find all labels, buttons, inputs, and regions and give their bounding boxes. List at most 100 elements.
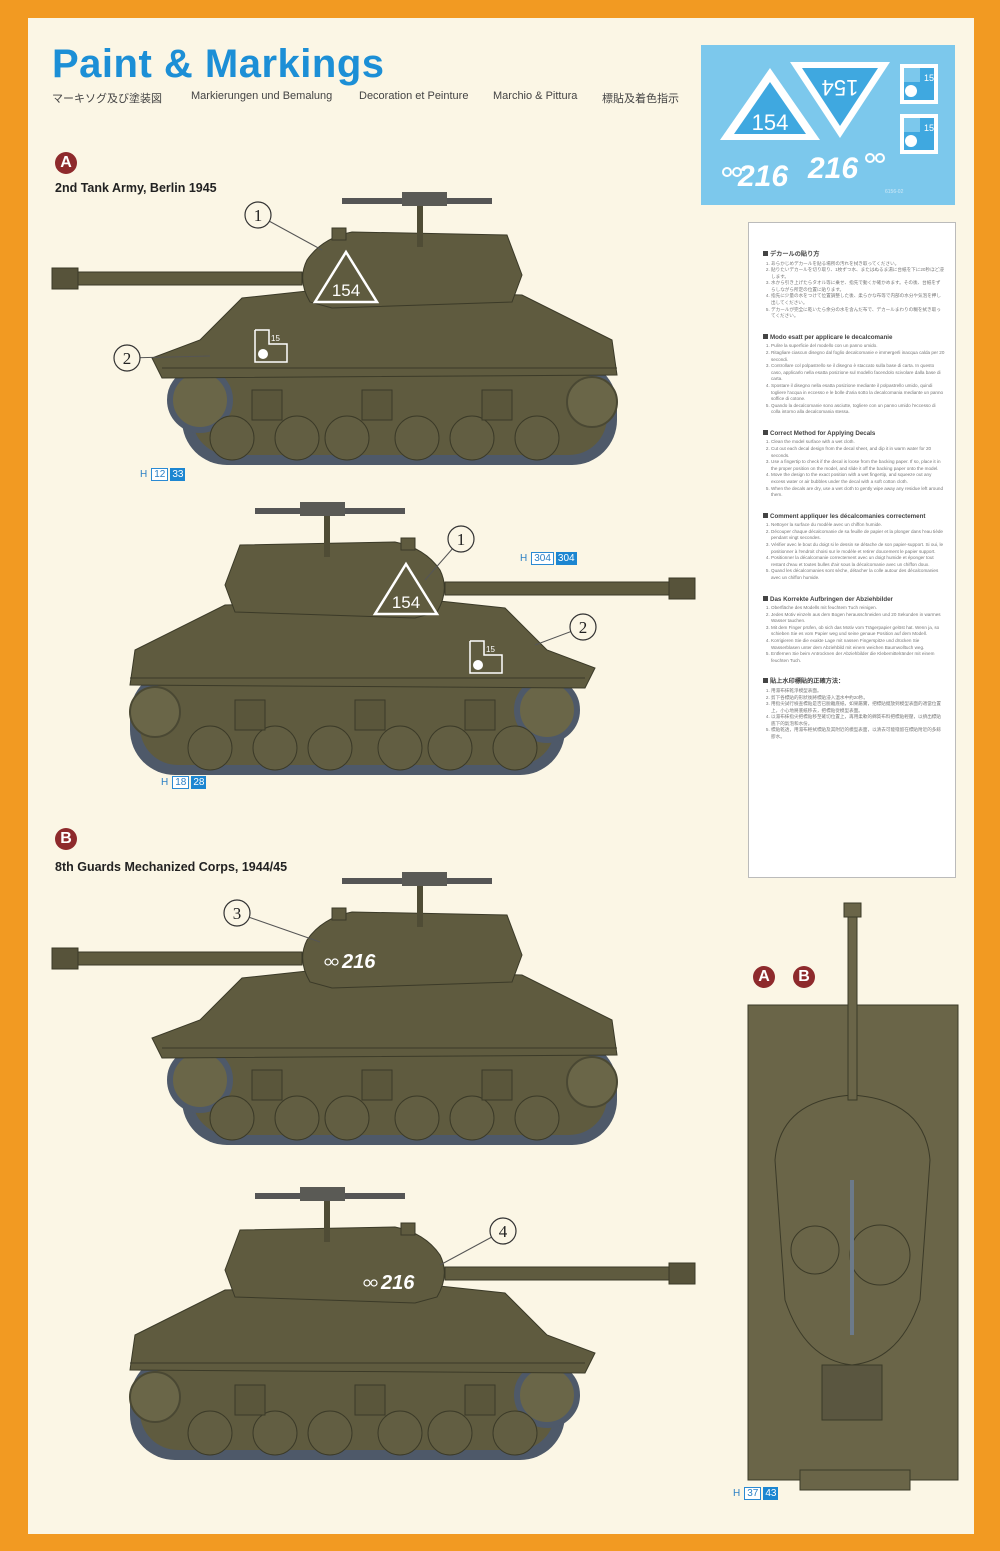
road-wheel [307,1410,353,1456]
page-title: Paint & Markings [52,42,385,86]
instruction-section: Modo esatt per applicare le decalcomanie… [763,334,945,416]
periscope [331,907,347,921]
instruction-step: Vérifier avec le bout du doigt si le des… [771,542,945,555]
idler-wheel [566,1056,618,1108]
mg-mount [324,512,330,557]
callout-1: 1 [244,201,323,251]
callout-1: 1 [424,525,475,581]
road-wheel [394,1095,440,1141]
marking-square-15-a1: 15 [254,329,288,363]
instruction-step: Ritagliare ciascun disegno dal foglio de… [771,350,945,363]
bogie [234,699,266,731]
decal-instructions-panel: デカールの貼り方あらかじめデカールを貼る場所の汚れを拭き取ってください。貼りたい… [748,222,956,878]
square-number-text: 15 [271,334,280,343]
decal-square-15-a: 15 [900,64,938,104]
gun-barrel [444,581,696,596]
instruction-step: 剪下各標貼的形狀後將標貼浸入溫水中約20秒。 [771,695,945,702]
subtitle-japanese: マーキソグ及び塗装図 [52,93,162,105]
periscope [331,227,347,241]
road-wheel [449,1095,495,1141]
bogie [464,1384,496,1416]
turret [302,231,523,309]
instruction-step: Mit dem Finger prüfen, ob sich das Motiv… [771,625,945,638]
instruction-step: 指先に少量の水をつけて位置調整した後、柔らかな布等で内部の水分や気泡を押し出して… [771,293,945,306]
hull [151,289,618,379]
subtitle-french: Decoration et Peinture [359,90,469,102]
decal-154-mirrored-text: 154 [822,75,859,100]
muzzle-brake [668,577,696,600]
decal-square-15-b: 15 [900,114,938,154]
instruction-step: 以濕布抹指尖把標貼移至確切位置上，再用柔軟的綿質布料把標貼輕壓，以擠出標貼底下的… [771,714,945,727]
machine-gun-body [402,192,447,206]
marking-216-b1: 216 [324,951,376,973]
instruction-step: Jedes Motiv einzeln aus dem Bogen heraus… [771,612,945,625]
road-wheel [377,1410,423,1456]
instruction-step: 標貼乾透，用濕布輕拭標貼及其附近的模型表面，以清去可能殘留在標貼附近的多餘膠水。 [771,727,945,740]
bogie [251,1069,283,1101]
engine-grille [821,1364,883,1421]
marking-triangle-154-a2: 154 [372,561,440,616]
periscope [400,1222,416,1236]
bogie [361,1069,393,1101]
road-wheel [449,415,495,461]
gun-barrel [51,951,303,966]
turret-number-text: 154 [392,593,420,612]
instruction-section: 貼上水印標貼的正確方法：用濕布抹乾淨模型表面。剪下各標貼的形狀後將標貼浸入溫水中… [763,678,945,740]
road-wheel [252,1410,298,1456]
instruction-step: Pulire la superficie del modello con un … [771,343,945,350]
bogie [251,389,283,421]
instruction-section: デカールの貼り方あらかじめデカールを貼る場所の汚れを拭き取ってください。貼りたい… [763,251,945,320]
periscope [400,537,416,551]
bogie [354,699,386,731]
hull [151,969,618,1059]
svg-text:15: 15 [924,73,934,83]
loader-hatch [790,1225,840,1275]
decal-154-text: 154 [752,110,789,135]
road-wheel [187,725,233,771]
road-wheel [274,1095,320,1141]
instruction-heading: Modo esatt per applicare le decalcomanie [763,334,945,342]
bogie [234,1384,266,1416]
instruction-step: デカールが完全に乾いたら余分の水を含んだ布で、デカールまわりの糊を拭き取ってくだ… [771,307,945,320]
callout-number: 1 [254,206,263,225]
instruction-step: 水から引き上げたらタオル等に乗せ、指先で動くか確かめます。その後、台紙をずらしな… [771,280,945,293]
turret [224,541,445,619]
callout-4: 4 [439,1217,517,1266]
tank-a-right-side [129,502,696,775]
callout-number: 3 [233,904,242,923]
bogie [464,699,496,731]
tactical-number-text: 216 [341,951,376,973]
instruction-step: Quand les décalcomanies sont sèche, déta… [771,568,945,581]
road-wheel [492,1410,538,1456]
road-wheel [427,1410,473,1456]
road-wheel [187,1410,233,1456]
instruction-step: Spostare il disegno nella esatta posizio… [771,383,945,403]
instruction-step: 用濕布抹乾淨模型表面。 [771,688,945,695]
square-number-text: 15 [486,645,495,654]
instruction-step: Découper chaque décalcomanie de sa feuil… [771,529,945,542]
instruction-heading: Das Korrekte Aufbringen der Abziehbilder [763,596,945,604]
instruction-step: Cut out each decal design from the decal… [771,446,945,459]
top-view-badge-b: B [793,966,815,988]
instruction-step: Move the design to the exact position wi… [771,472,945,485]
idler-wheel [129,686,181,738]
mg-mount [417,202,423,247]
instruction-heading: Comment appliquer les décalcomanies corr… [763,513,945,521]
road-wheel [307,725,353,771]
road-wheel [209,1095,255,1141]
instruction-step: Korrigieren Sie die exakte Lage mit nass… [771,638,945,651]
road-wheel [252,725,298,771]
turret [224,1226,445,1304]
bogie [481,1069,513,1101]
instruction-step: 用指尖試行檢查標貼是否已脫離底紙，如果屬實，把標貼擺放到模型表面的適當位置上，小… [771,701,945,714]
subtitle-italian: Marchio & Pittura [493,90,578,102]
instruction-section: Correct Method for Applying DecalsClean … [763,430,945,499]
instruction-section: Comment appliquer les décalcomanies corr… [763,513,945,582]
subtitle-chinese: 標貼及着色指示 [602,93,679,105]
road-wheel [324,1095,370,1141]
decal-216-a: 216 [737,160,788,193]
road-wheel [209,415,255,461]
